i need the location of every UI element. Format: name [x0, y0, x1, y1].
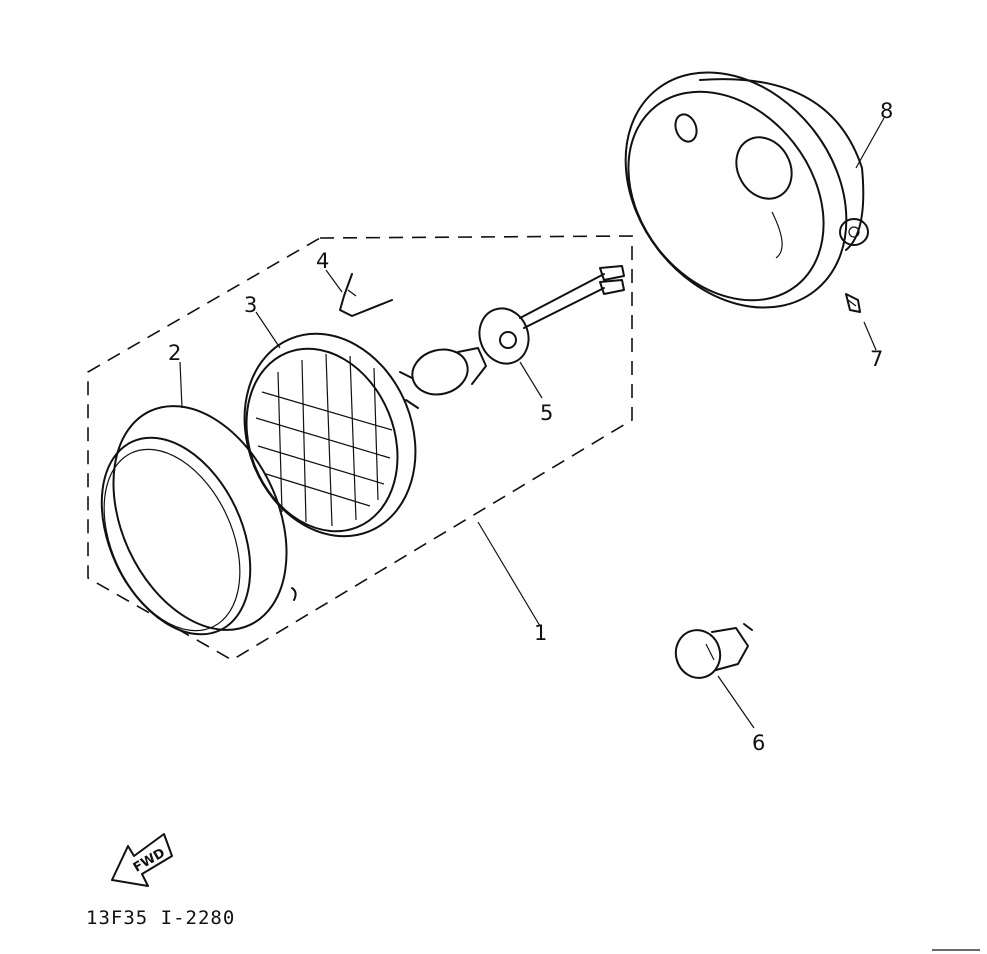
callout-7: 7	[870, 347, 883, 371]
callout-2: 2	[168, 341, 181, 365]
fwd-arrow-icon: FWD	[111, 833, 173, 887]
bulb-and-socket	[411, 265, 625, 396]
screw	[845, 293, 861, 313]
assembly-group-outline	[87, 235, 633, 661]
callout-3: 3	[244, 293, 257, 317]
leader-lines	[179, 117, 885, 729]
bulb	[674, 623, 753, 679]
svg-text:FWD: FWD	[131, 846, 168, 876]
callout-6: 6	[752, 731, 765, 755]
diagram-code: 13F35 I-2280	[86, 907, 235, 929]
headlight-rim	[100, 405, 297, 636]
callout-1: 1	[534, 621, 547, 645]
headlight-body	[624, 71, 869, 309]
callout-5: 5	[540, 401, 553, 425]
callout-8: 8	[880, 99, 893, 123]
lens-unit	[243, 332, 419, 538]
callout-4: 4	[316, 249, 329, 273]
spring-clip	[339, 273, 393, 317]
